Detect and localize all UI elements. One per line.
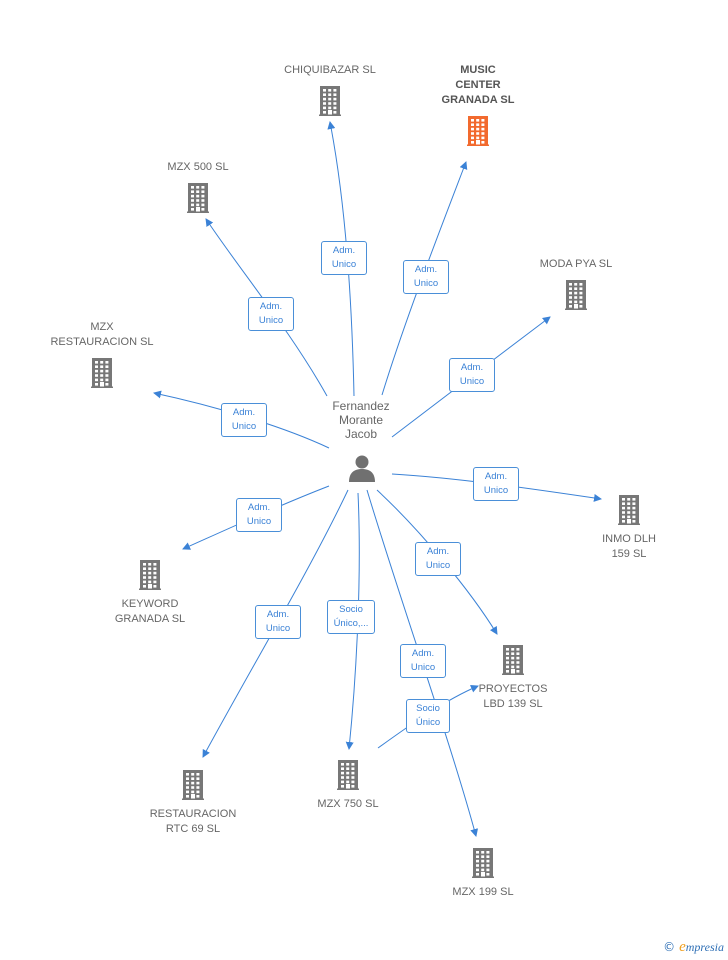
chiquibazar-label[interactable]: CHIQUIBAZAR SL (284, 64, 376, 76)
music-building-icon[interactable] (467, 114, 489, 146)
person-icon[interactable] (347, 453, 377, 483)
brand-initial: e (679, 939, 686, 955)
mzx199-building-icon[interactable] (472, 846, 494, 878)
brand-name: mpresia (685, 940, 724, 954)
edge-label-music[interactable]: Adm. Unico (403, 260, 449, 294)
edge-label-modapya[interactable]: Adm. Unico (449, 358, 495, 392)
keyword-label[interactable]: KEYWORD GRANADA SL (114, 598, 186, 625)
inmo-label[interactable]: INMO DLH 159 SL (602, 533, 656, 560)
mzx750-building-icon[interactable] (337, 758, 359, 790)
music-label[interactable]: MUSIC CENTER GRANADA SL (441, 64, 515, 106)
rtc-building-icon[interactable] (182, 768, 204, 800)
edge-label-inmo[interactable]: Adm. Unico (473, 467, 519, 501)
inmo-building-icon[interactable] (618, 493, 640, 525)
edge-label-mzx750[interactable]: Socio Único,... (327, 600, 375, 634)
mzxrest-building-icon[interactable] (91, 356, 113, 388)
proyectos-label[interactable]: PROYECTOS LBD 139 SL (478, 683, 548, 710)
person-name: Fernandez Morante Jacob (332, 399, 390, 441)
rtc-label[interactable]: RESTAURACION RTC 69 SL (149, 808, 237, 835)
keyword-building-icon[interactable] (139, 558, 161, 590)
edge-label-mzx199[interactable]: Adm. Unico (400, 644, 446, 678)
modapya-label[interactable]: MODA PYA SL (539, 258, 613, 270)
mzx500-label[interactable]: MZX 500 SL (167, 161, 229, 173)
edge-label-mzx500[interactable]: Adm. Unico (248, 297, 294, 331)
modapya-building-icon[interactable] (565, 278, 587, 310)
edge-label-mzxrest[interactable]: Adm. Unico (221, 403, 267, 437)
proyectos-building-icon[interactable] (502, 643, 524, 675)
edge-label-rtc[interactable]: Adm. Unico (255, 605, 301, 639)
brand-logo: ©empresia (663, 939, 724, 956)
edge-label-proyectos[interactable]: Adm. Unico (415, 542, 461, 576)
edge-label-keyword[interactable]: Adm. Unico (236, 498, 282, 532)
mzx199-label[interactable]: MZX 199 SL (452, 886, 514, 898)
edge-label-mzx750-to-proyectos[interactable]: Socio Único (406, 699, 450, 733)
mzxrest-label[interactable]: MZX RESTAURACION SL (50, 321, 154, 348)
copyright-symbol: © (663, 940, 676, 954)
mzx750-label[interactable]: MZX 750 SL (317, 798, 379, 810)
mzx500-building-icon[interactable] (187, 181, 209, 213)
edge-label-chiquibazar[interactable]: Adm. Unico (321, 241, 367, 275)
chiquibazar-building-icon[interactable] (319, 84, 341, 116)
